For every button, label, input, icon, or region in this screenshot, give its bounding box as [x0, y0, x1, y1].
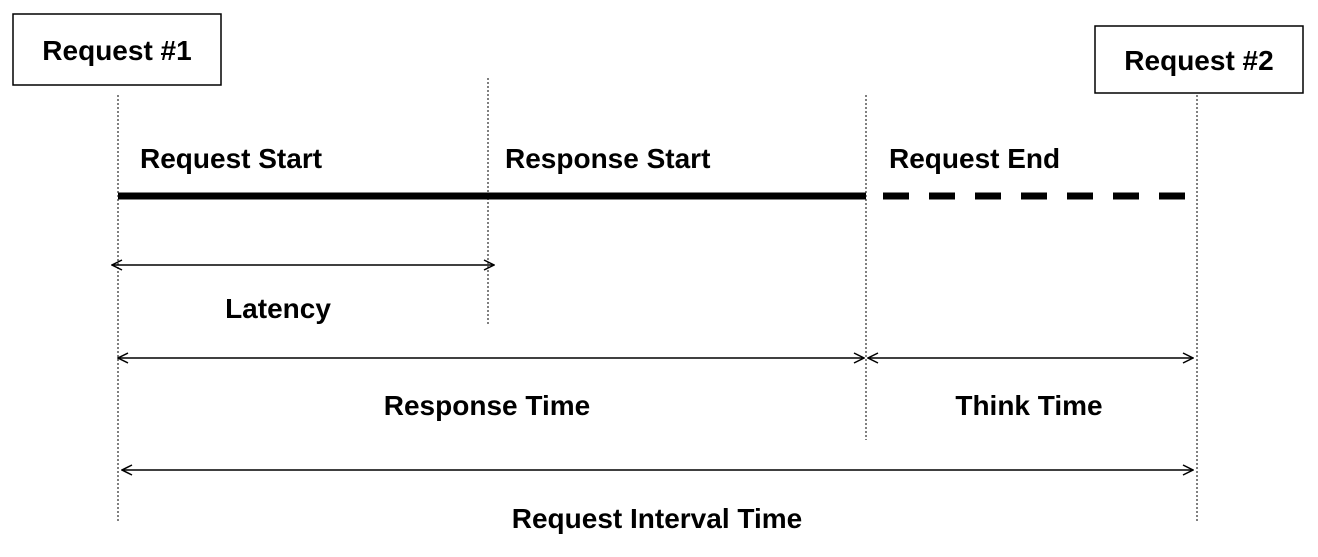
- response-start-label: Response Start: [505, 143, 710, 174]
- request-interval-time-label: Request Interval Time: [512, 503, 802, 534]
- request-start-label: Request Start: [140, 143, 322, 174]
- request-2-box: Request #2: [1094, 25, 1304, 94]
- request-2-label: Request #2: [1124, 45, 1273, 76]
- request-1-box: Request #1: [12, 13, 222, 86]
- response-time-label: Response Time: [384, 390, 590, 421]
- request-end-label: Request End: [889, 143, 1060, 174]
- request-1-label: Request #1: [42, 35, 191, 66]
- latency-label: Latency: [225, 293, 331, 324]
- think-time-label: Think Time: [955, 390, 1102, 421]
